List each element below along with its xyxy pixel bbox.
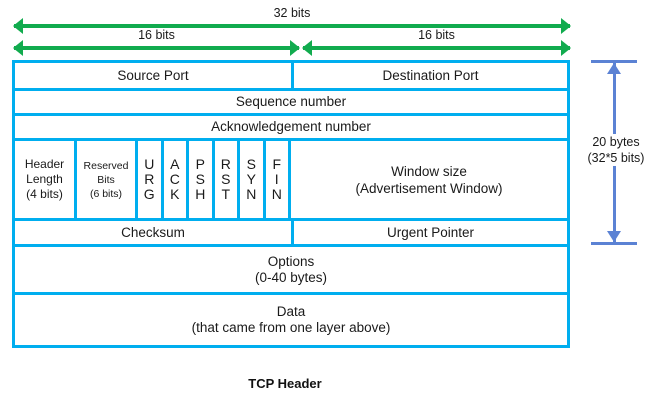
arrow-head-up-icon (607, 63, 621, 74)
total-width-label: 32 bits (273, 6, 311, 20)
row-checksum: Checksum Urgent Pointer (12, 218, 570, 244)
row-data: Data (that came from one layer above) (12, 292, 570, 348)
arrow-head-right-icon (561, 18, 571, 34)
arrow-line (14, 46, 299, 50)
flag-fin-letter-2: I (274, 171, 279, 187)
measure-cap-bottom (591, 242, 637, 245)
field-flag-rst: R S T (211, 141, 237, 218)
flag-psh-letter-3: H (195, 186, 206, 202)
flag-fin-letter-3: N (271, 186, 282, 202)
right-half-width-arrow: 16 bits (302, 28, 571, 56)
reserved-line3: (6 bits) (89, 187, 123, 200)
field-flag-ack: A C K (160, 141, 186, 218)
flag-ack-letter-1: A (170, 156, 180, 172)
field-flag-syn: S Y N (237, 141, 263, 218)
diagram-caption: TCP Header (248, 376, 322, 391)
flag-urg-letter-1: U (144, 156, 155, 172)
field-flag-psh: P S H (186, 141, 212, 218)
flag-rst-letter-1: R (220, 156, 231, 172)
field-acknowledgement-number: Acknowledgement number (15, 116, 567, 138)
flag-ack-letter-3: K (170, 186, 180, 202)
row-options: Options (0-40 bytes) (12, 244, 570, 292)
row-acknowledgement-number: Acknowledgement number (12, 113, 570, 138)
tcp-header-diagram: Source Port Destination Port Sequence nu… (12, 60, 570, 348)
field-source-port: Source Port (15, 63, 291, 88)
measure-line1: 20 bytes (592, 135, 640, 149)
field-reserved-bits: Reserved Bits (6 bits) (74, 141, 135, 218)
flag-urg-letter-2: R (144, 171, 155, 187)
right-half-width-label: 16 bits (418, 28, 455, 42)
data-line2: (that came from one layer above) (191, 320, 391, 335)
field-data: Data (that came from one layer above) (15, 295, 567, 345)
measure-line2: (32*5 bits) (587, 151, 645, 165)
left-half-width-arrow: 16 bits (13, 28, 300, 56)
arrow-head-left-icon (13, 40, 23, 56)
row-sequence-number: Sequence number (12, 88, 570, 113)
arrow-head-right-icon (290, 40, 300, 56)
field-window-size: Window size (Advertisement Window) (288, 141, 567, 218)
left-half-width-label: 16 bits (138, 28, 175, 42)
arrow-line (303, 46, 570, 50)
data-line1: Data (276, 304, 306, 319)
reserved-line2: Bits (97, 173, 115, 186)
field-checksum: Checksum (15, 221, 291, 244)
measure-cap-top (591, 60, 637, 63)
options-line1: Options (267, 253, 315, 269)
arrow-head-down-icon (607, 231, 621, 242)
field-urgent-pointer: Urgent Pointer (291, 221, 567, 244)
options-line2: (0-40 bytes) (254, 269, 328, 285)
total-width-arrow: 32 bits (13, 6, 571, 34)
header-length-line3: (4 bits) (26, 187, 63, 201)
field-header-length: Header Length (4 bits) (15, 141, 74, 218)
field-sequence-number: Sequence number (15, 91, 567, 113)
field-destination-port: Destination Port (291, 63, 567, 88)
field-flag-urg: U R G (135, 141, 161, 218)
row-ports: Source Port Destination Port (12, 60, 570, 88)
flag-fin-letter-1: F (272, 156, 282, 172)
reserved-line1: Reserved (83, 159, 129, 172)
window-size-line2: (Advertisement Window) (355, 180, 503, 196)
field-options: Options (0-40 bytes) (15, 247, 567, 292)
flag-syn-letter-2: Y (246, 171, 256, 187)
flag-ack-letter-2: C (169, 171, 180, 187)
flag-psh-letter-2: S (195, 171, 205, 187)
row-flags: Header Length (4 bits) Reserved Bits (6 … (12, 138, 570, 218)
header-length-line2: Length (26, 172, 63, 186)
flag-psh-letter-1: P (195, 156, 205, 172)
arrow-line (14, 24, 570, 28)
header-size-measure: 20 bytes (32*5 bits) (579, 60, 648, 245)
flag-syn-letter-3: N (246, 186, 257, 202)
measure-label: 20 bytes (32*5 bits) (579, 134, 648, 166)
arrow-head-left-icon (302, 40, 312, 56)
window-size-line1: Window size (391, 163, 467, 179)
header-length-line1: Header (24, 157, 65, 171)
arrow-head-right-icon (561, 40, 571, 56)
flag-rst-letter-3: T (221, 186, 231, 202)
arrow-head-left-icon (13, 18, 23, 34)
flag-urg-letter-3: G (143, 186, 155, 202)
field-flag-fin: F I N (262, 141, 288, 218)
flag-syn-letter-1: S (246, 156, 256, 172)
flag-rst-letter-2: S (221, 171, 231, 187)
